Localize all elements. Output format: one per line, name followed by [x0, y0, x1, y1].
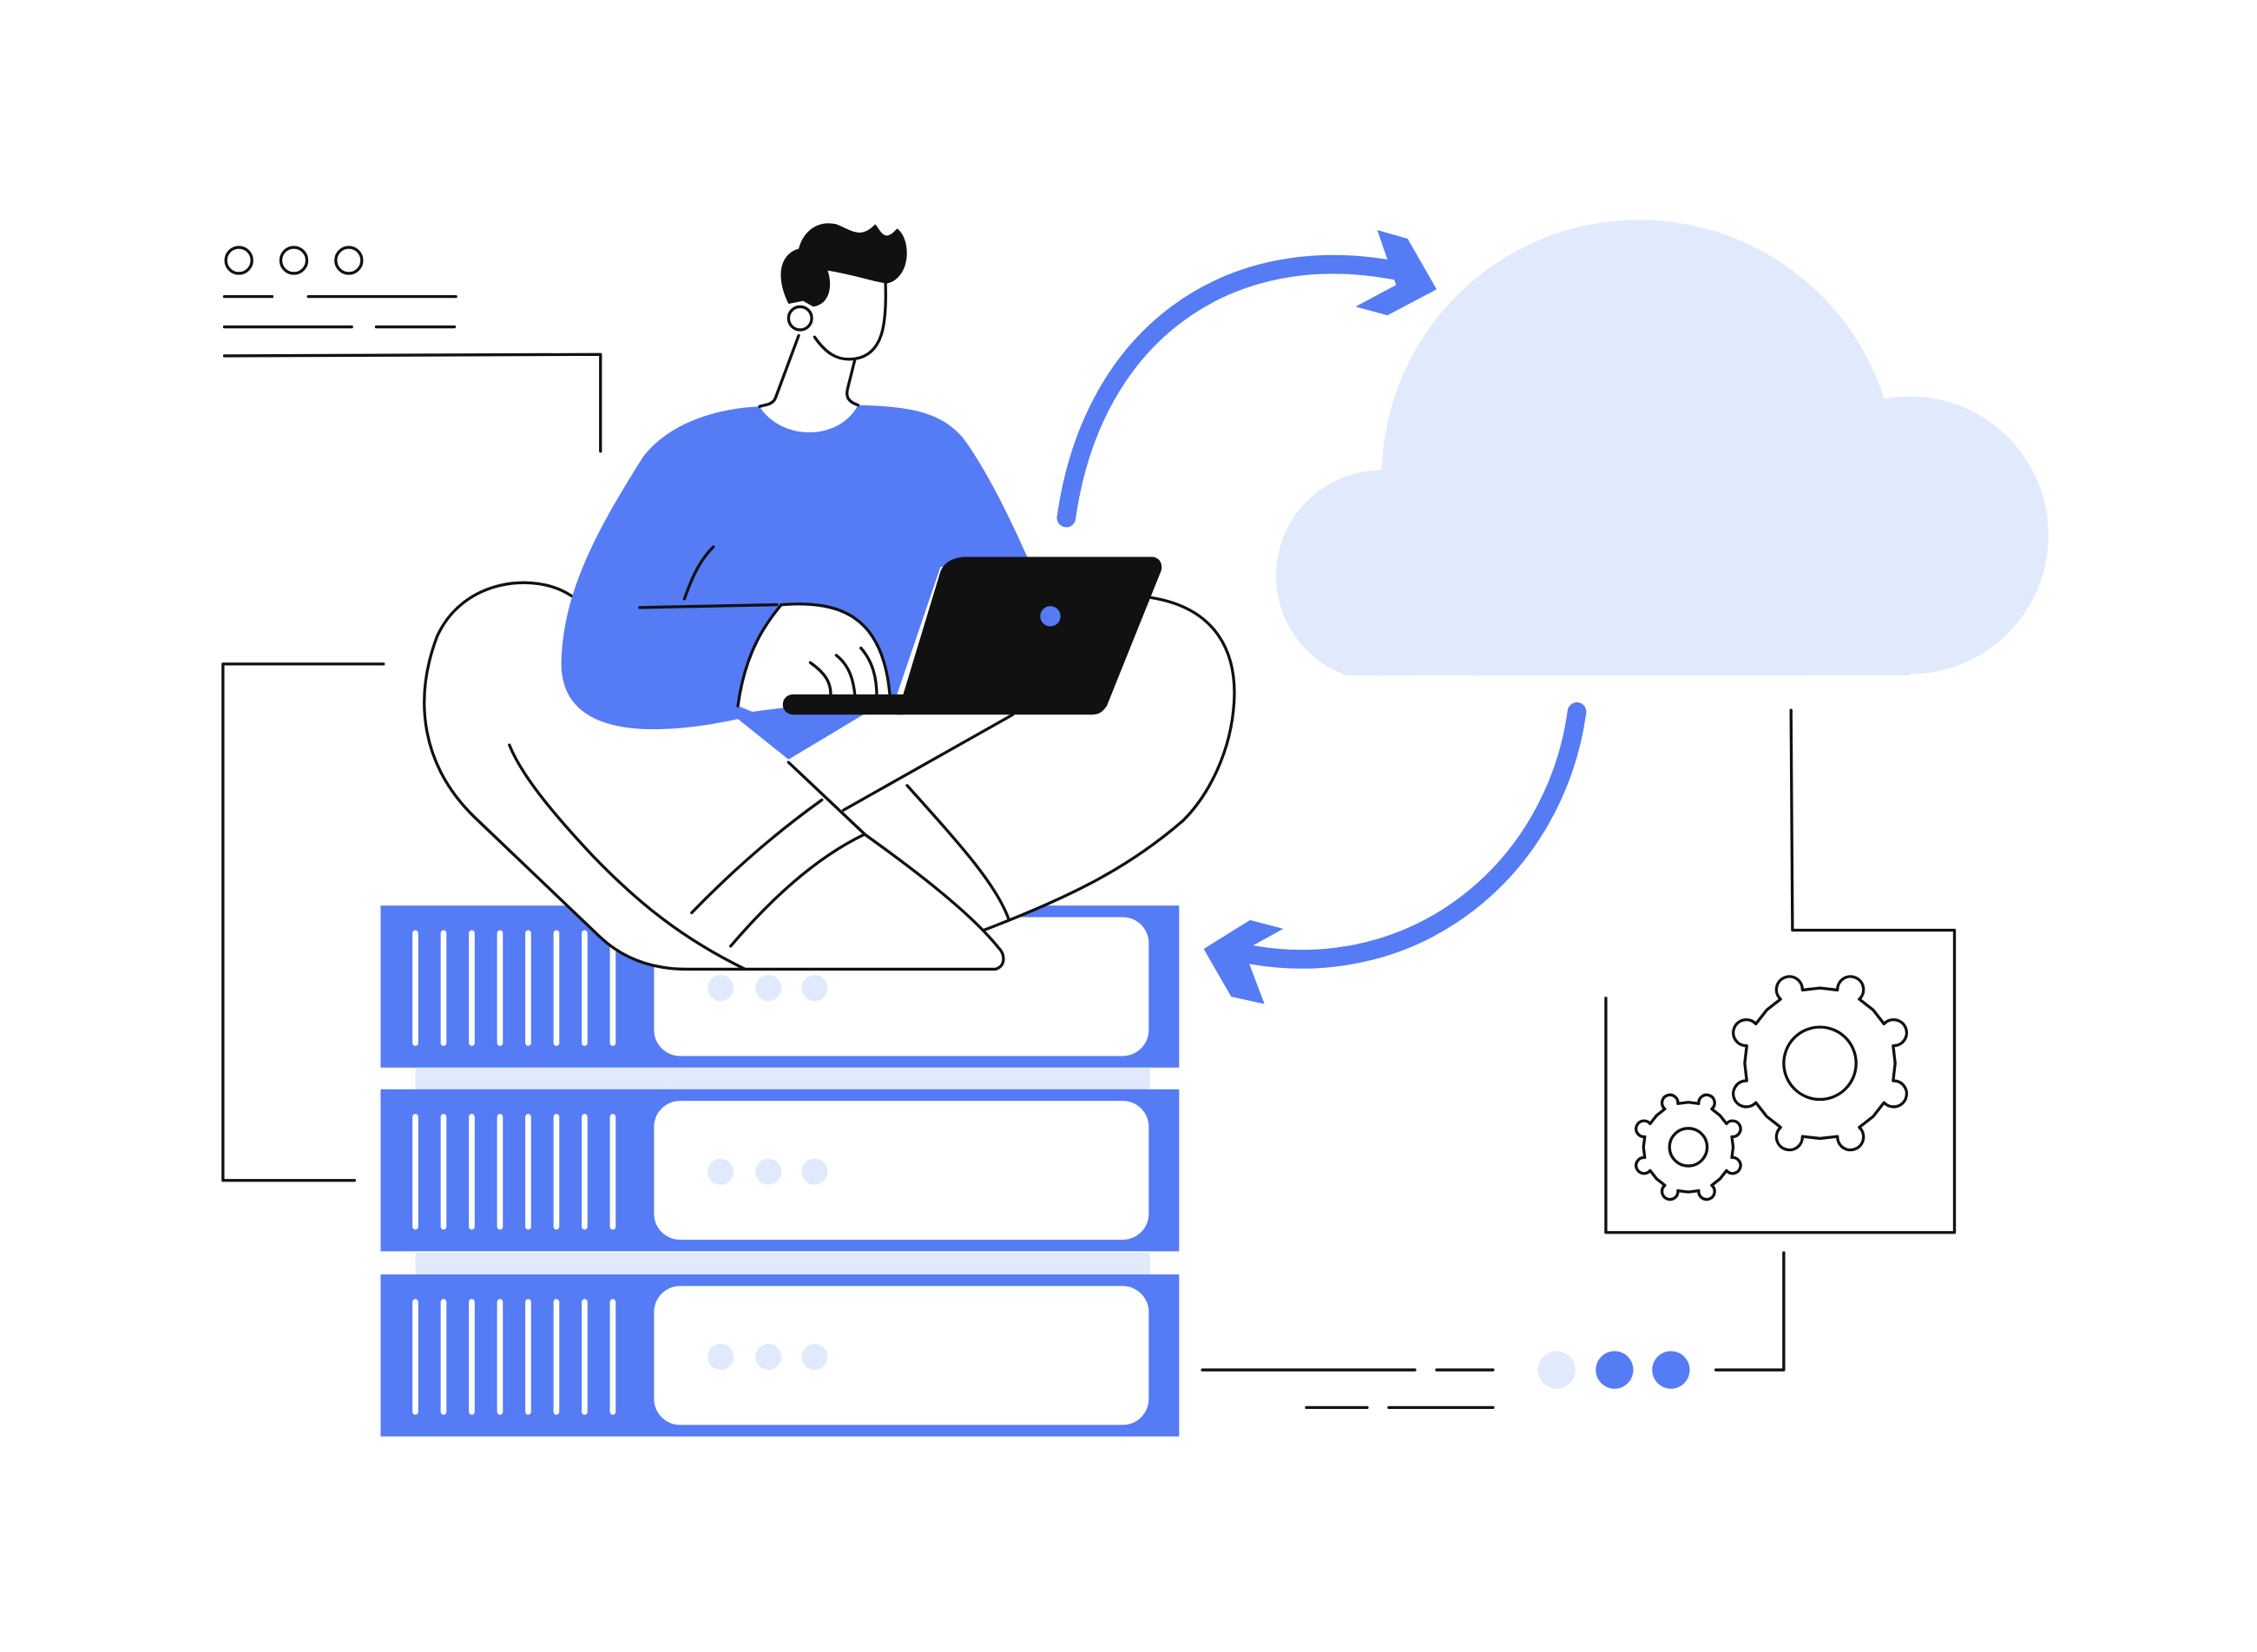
connector-line-right	[1604, 708, 1957, 1234]
status-dot	[801, 1344, 828, 1371]
window-icon	[222, 246, 602, 453]
status-dot	[801, 975, 828, 1002]
vent-bar	[609, 1299, 616, 1415]
sync-arrow-icon	[1056, 229, 1587, 1004]
vent-bar	[497, 930, 503, 1046]
server-gap	[415, 1067, 1150, 1089]
vent-bar	[525, 1114, 531, 1230]
person	[423, 223, 1236, 971]
progress-dot	[1537, 1351, 1576, 1389]
status-dot	[755, 1344, 782, 1371]
hair	[780, 223, 907, 307]
vent-bar	[525, 1299, 531, 1415]
laptop-icon	[782, 556, 1162, 715]
vent-bar	[609, 930, 616, 1046]
hand	[738, 603, 891, 712]
status-dot	[707, 1344, 734, 1371]
face	[760, 267, 886, 433]
vent-bar	[412, 1114, 418, 1230]
status-dot	[707, 1158, 734, 1185]
vent-bar	[440, 930, 447, 1046]
drive-panel	[654, 1286, 1149, 1425]
vent-bar	[469, 1114, 475, 1230]
progress-dot	[1652, 1351, 1690, 1389]
vent-bar	[582, 1299, 588, 1415]
vent-bar	[553, 930, 560, 1046]
vent-bar	[440, 1299, 447, 1415]
status-dot	[801, 1158, 828, 1185]
vent-bar	[497, 1114, 503, 1230]
connector-line-left	[221, 662, 385, 1182]
vent-bar	[525, 930, 531, 1046]
sweater	[561, 405, 1028, 760]
vent-bar	[553, 1299, 560, 1415]
data-transfer-lines	[1201, 1251, 1786, 1410]
server-gap	[415, 1253, 1150, 1275]
gear-icon	[1732, 975, 1908, 1152]
status-dot	[755, 1158, 782, 1185]
gears-group	[1635, 975, 1908, 1201]
drive-panel	[654, 1101, 1149, 1241]
status-dot	[755, 975, 782, 1002]
vent-bar	[582, 930, 588, 1046]
cloud-icon	[1276, 220, 2049, 676]
vent-bar	[412, 930, 418, 1046]
progress-dot	[1596, 1351, 1634, 1389]
vent-bar	[469, 1299, 475, 1415]
vent-bar	[582, 1114, 588, 1230]
server-icon	[380, 905, 1180, 1437]
vent-bar	[440, 1114, 447, 1230]
status-dot	[707, 975, 734, 1002]
vent-bar	[412, 1299, 418, 1415]
server-unit	[380, 1274, 1180, 1437]
vent-bar	[469, 930, 475, 1046]
server-unit	[380, 1089, 1180, 1252]
vent-bar	[553, 1114, 560, 1230]
gear-icon	[1635, 1093, 1742, 1201]
vent-bar	[609, 1114, 616, 1230]
vent-bar	[497, 1299, 503, 1415]
